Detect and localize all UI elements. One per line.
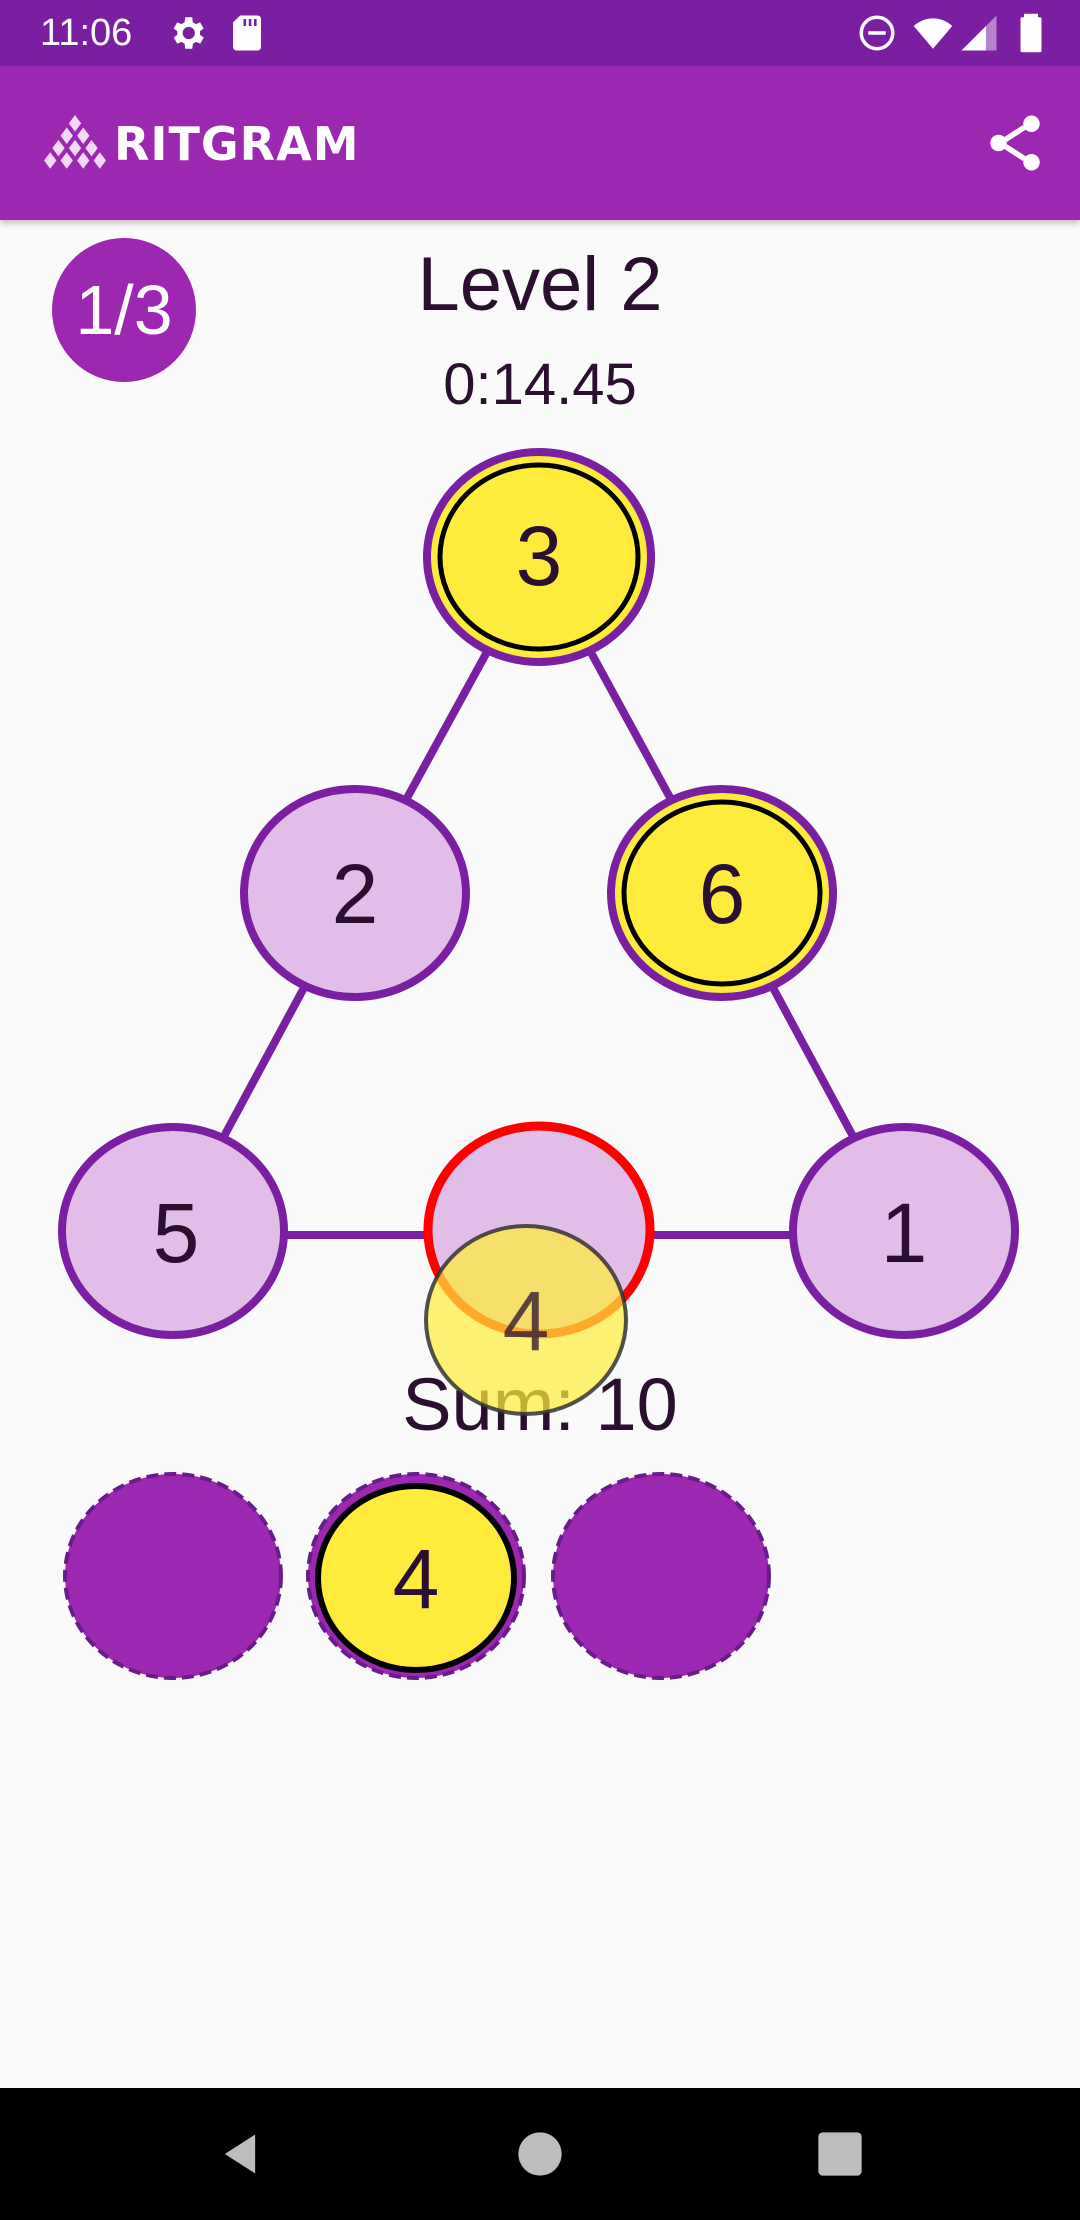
tray-slot-3[interactable] bbox=[551, 1472, 771, 1680]
logo-mark-icon bbox=[44, 115, 106, 169]
tray-slot-2-value: 4 bbox=[393, 1532, 440, 1626]
node-mid-right-value: 6 bbox=[699, 847, 746, 941]
node-bottom-left-value: 5 bbox=[153, 1186, 200, 1280]
level-title: Level 2 bbox=[417, 242, 663, 327]
signal-icon bbox=[961, 15, 997, 51]
node-top-value: 3 bbox=[516, 509, 563, 603]
dragging-token-value: 4 bbox=[503, 1274, 550, 1368]
app-logo: RITGRAM bbox=[44, 112, 359, 176]
node-top[interactable]: 3 bbox=[423, 448, 655, 666]
node-bottom-left[interactable]: 5 bbox=[58, 1123, 288, 1339]
node-mid-left[interactable]: 2 bbox=[240, 785, 470, 1001]
tray-slot-2[interactable]: 4 bbox=[306, 1472, 526, 1680]
home-icon[interactable] bbox=[514, 2128, 566, 2180]
back-icon[interactable] bbox=[214, 2128, 266, 2180]
share-icon[interactable] bbox=[982, 110, 1048, 176]
status-time: 11:06 bbox=[40, 12, 133, 54]
app-bar: RITGRAM bbox=[0, 66, 1080, 220]
recents-icon[interactable] bbox=[814, 2128, 866, 2180]
do-not-disturb-icon bbox=[859, 15, 895, 51]
game-board: 3 2 6 5 1 4 bbox=[58, 448, 1019, 1680]
status-bar: 11:06 bbox=[0, 0, 1080, 66]
settings-icon bbox=[173, 17, 204, 49]
node-bottom-right[interactable]: 1 bbox=[789, 1123, 1019, 1339]
tray-slot-1[interactable] bbox=[63, 1472, 283, 1680]
wifi-icon bbox=[913, 18, 953, 49]
node-bottom-right-value: 1 bbox=[881, 1186, 928, 1280]
level-progress-badge: 1/3 bbox=[52, 238, 196, 382]
sd-card-icon bbox=[233, 15, 261, 51]
battery-icon bbox=[1020, 13, 1042, 53]
navigation-bar bbox=[0, 2088, 1080, 2220]
node-mid-right[interactable]: 6 bbox=[607, 785, 837, 1001]
app-title: RITGRAM bbox=[114, 117, 360, 171]
node-mid-left-value: 2 bbox=[332, 847, 379, 941]
timer: 0:14.45 bbox=[443, 352, 637, 417]
dragging-token[interactable]: 4 bbox=[420, 1220, 632, 1420]
